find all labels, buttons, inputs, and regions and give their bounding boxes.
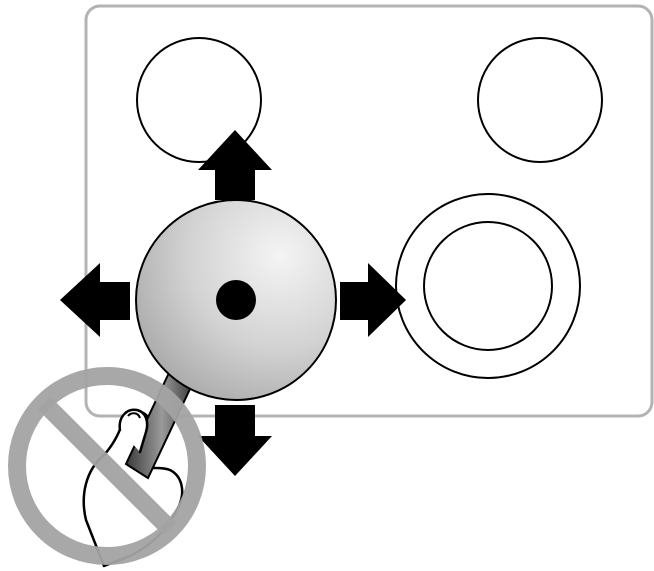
knob-center-dot (216, 280, 256, 320)
burner-dual-ring-right (395, 193, 581, 379)
control-knob-icon (135, 199, 337, 401)
burner-top-left (136, 37, 262, 163)
movement-arrows (60, 130, 406, 476)
prohibition-sign-icon (8, 367, 206, 565)
arrow-up-icon (198, 130, 272, 200)
arrow-left-icon (60, 263, 130, 337)
arrow-right-icon (340, 263, 406, 337)
burner-top-right (477, 37, 603, 163)
arrow-down-icon (198, 405, 272, 476)
